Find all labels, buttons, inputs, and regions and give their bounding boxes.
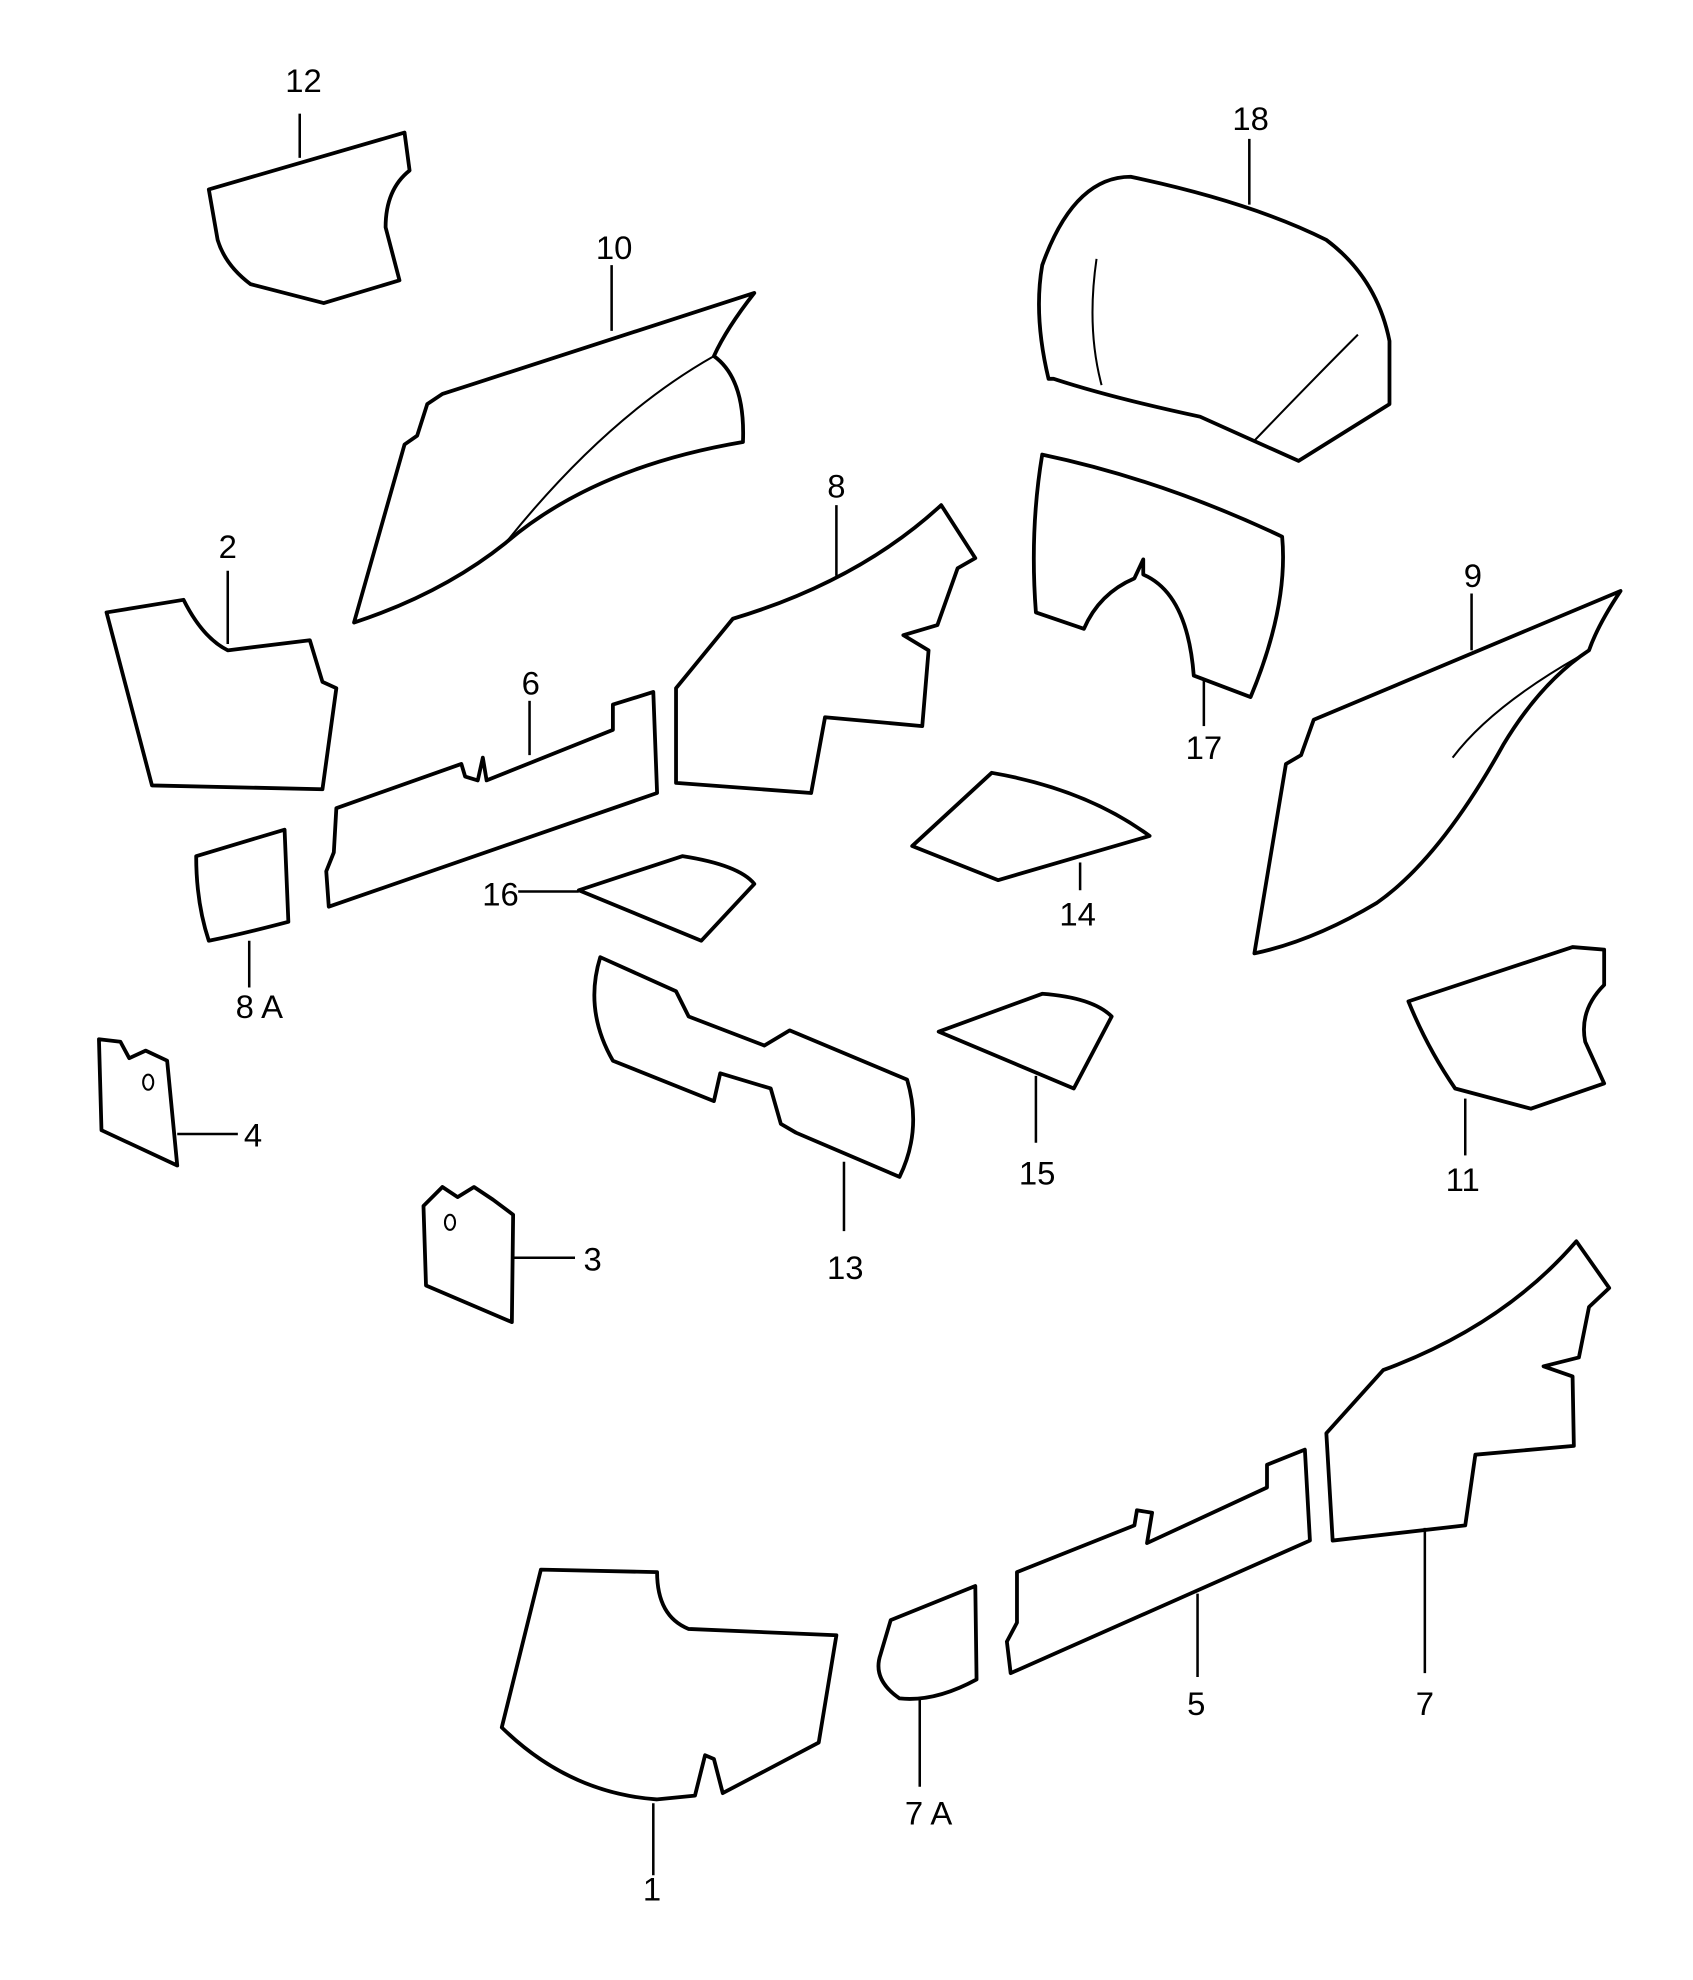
label-8a-text: 8 A — [236, 988, 284, 1025]
label-7: 7 — [1416, 1685, 1434, 1722]
label-9: 9 — [1464, 557, 1482, 594]
label-11: 11 — [1446, 1161, 1480, 1198]
part-8[interactable]: 8 — [674, 468, 978, 795]
label-7a-text: 7 A — [905, 1795, 953, 1832]
part-14[interactable]: 14 — [910, 770, 1152, 933]
part-4[interactable]: 4 — [97, 1037, 262, 1168]
part-18[interactable]: 18 — [1037, 100, 1392, 463]
part-10[interactable]: 10 — [352, 229, 757, 625]
label-6: 6 — [522, 665, 540, 702]
label-5: 5 — [1187, 1685, 1205, 1722]
part-11[interactable]: 11 — [1406, 945, 1607, 1198]
part-7[interactable]: 7 — [1324, 1239, 1612, 1722]
part-13[interactable]: 13 — [592, 955, 916, 1286]
part-7a[interactable]: 7 A 7 A — [876, 1584, 979, 1832]
part-16[interactable]: 16 — [482, 854, 757, 943]
label-4: 4 — [244, 1117, 262, 1154]
part-5[interactable]: 5 — [1004, 1447, 1312, 1722]
part-2[interactable]: 2 — [104, 528, 339, 792]
part-8a[interactable]: 8 A 8 A — [194, 827, 291, 1025]
part-3[interactable]: 3 — [421, 1185, 602, 1324]
label-12: 12 — [285, 62, 322, 99]
label-15: 15 — [1019, 1154, 1056, 1191]
label-8: 8 — [827, 468, 845, 505]
part-12[interactable]: 12 — [206, 62, 412, 305]
part-15[interactable]: 15 — [936, 991, 1114, 1192]
label-10: 10 — [596, 229, 633, 266]
label-1: 1 — [643, 1870, 661, 1907]
label-16: 16 — [482, 875, 519, 912]
part-6[interactable]: 6 — [324, 665, 659, 909]
label-14: 14 — [1059, 896, 1096, 933]
label-18: 18 — [1232, 100, 1269, 137]
label-2: 2 — [219, 528, 237, 565]
label-17: 17 — [1186, 729, 1223, 766]
part-9[interactable]: 9 — [1252, 557, 1623, 956]
part-1[interactable]: 1 — [499, 1567, 839, 1908]
part-17[interactable]: 17 — [1031, 452, 1285, 766]
label-3: 3 — [584, 1240, 602, 1277]
label-13: 13 — [827, 1249, 864, 1286]
